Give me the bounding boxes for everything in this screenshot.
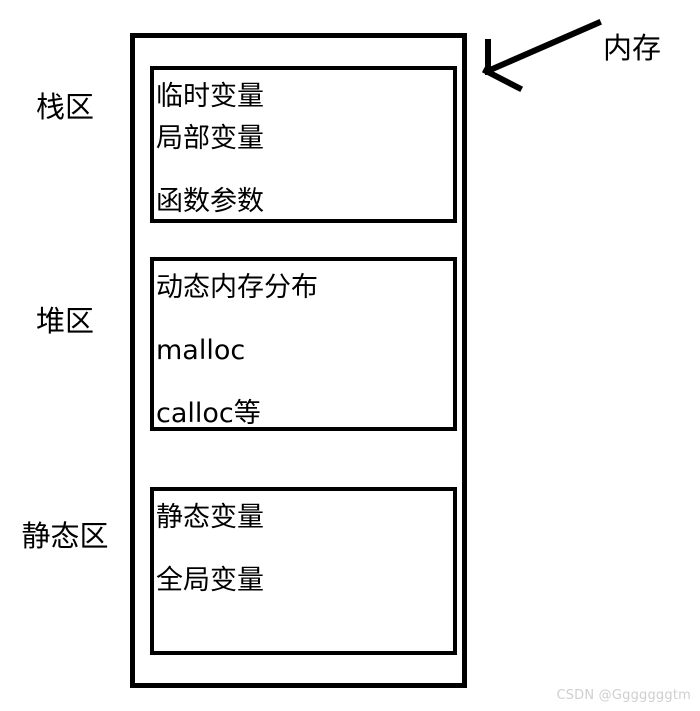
region-stack-line-1: 临时变量 [156,81,264,112]
side-label-heap: 堆区 [35,304,94,338]
region-static-lines: 静态变量 全局变量 [154,497,453,602]
csdn-watermark: CSDN @Gggggggtm [556,688,691,703]
memory-title-label: 内存 [603,31,662,65]
region-stack-line-3: 函数参数 [156,186,264,217]
region-box-heap: 动态内存分布 malloc calloc等 [150,257,457,431]
region-stack-line-2: 局部变量 [156,123,264,154]
memory-pointer-arrow-icon [481,19,602,93]
region-static-line-1: 静态变量 [156,502,264,533]
region-box-static: 静态变量 全局变量 [150,487,457,655]
region-heap-line-1: 动态内存分布 [156,272,318,303]
region-box-stack: 临时变量 局部变量 函数参数 [150,66,457,223]
side-label-stack: 栈区 [35,90,94,124]
region-heap-line-3: calloc等 [156,398,261,429]
side-label-static: 静态区 [21,519,109,553]
region-heap-line-2: malloc [156,335,246,366]
region-heap-lines: 动态内存分布 malloc calloc等 [154,267,453,435]
region-static-line-2: 全局变量 [156,565,264,596]
region-stack-lines: 临时变量 局部变量 函数参数 [154,76,453,223]
